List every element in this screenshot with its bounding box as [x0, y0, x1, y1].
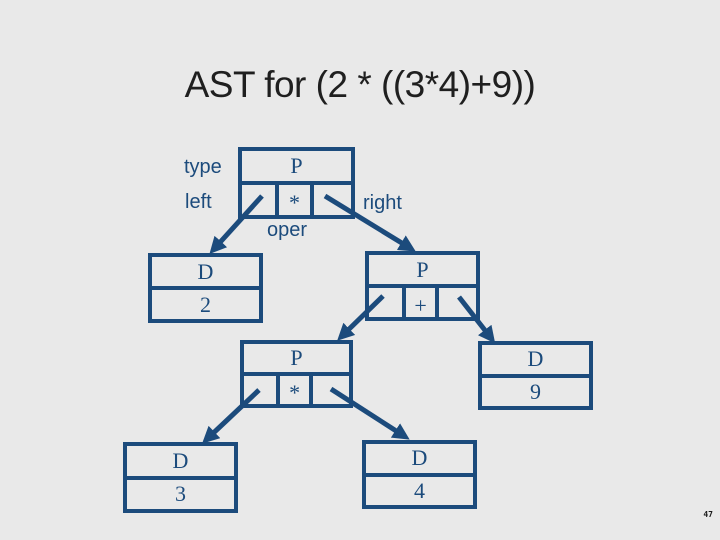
ast-node-d3: D 3 [123, 442, 238, 513]
value-cell: 3 [127, 480, 234, 510]
type-cell: D [366, 444, 473, 477]
pointer-row: * [242, 185, 351, 215]
oper-glyph: * [289, 380, 301, 405]
ast-node-plus: P + [365, 251, 480, 321]
page-title: AST for (2 * ((3*4)+9)) [184, 64, 536, 105]
type-cell: P [244, 344, 349, 376]
ast-node-d9: D 9 [478, 341, 593, 410]
node-type: P [416, 256, 429, 282]
node-type: P [290, 345, 303, 370]
ast-node-root-mul: P * [238, 147, 355, 219]
type-cell: D [152, 257, 259, 290]
left-pointer-cell [242, 185, 275, 215]
node-type: P [290, 153, 303, 178]
value-cell: 2 [152, 290, 259, 319]
oper-cell: * [275, 185, 314, 215]
node-value: 9 [530, 378, 541, 404]
oper-cell: + [401, 288, 440, 318]
node-type: D [197, 258, 214, 284]
right-pointer-cell [313, 376, 349, 404]
page-number: 47 [703, 510, 713, 519]
ast-node-mul2: P * [240, 340, 353, 408]
node-type: D [411, 445, 428, 471]
value-cell: 9 [482, 378, 589, 407]
node-value: 4 [414, 477, 425, 503]
type-cell: P [242, 151, 351, 185]
pointer-row: * [244, 376, 349, 404]
right-pointer-cell [314, 185, 351, 215]
pointer-row: + [369, 288, 476, 317]
right-pointer-cell [439, 288, 476, 317]
node-type: D [527, 346, 544, 372]
type-cell: P [369, 255, 476, 288]
left-pointer-cell [369, 288, 402, 317]
ast-node-d4: D 4 [362, 440, 477, 509]
node-type: D [172, 447, 189, 473]
node-value: 2 [200, 291, 211, 317]
type-cell: D [127, 446, 234, 480]
label-right: right [363, 192, 402, 214]
label-oper: oper [267, 219, 308, 241]
type-cell: D [482, 345, 589, 378]
node-value: 3 [175, 481, 186, 507]
left-pointer-cell [244, 376, 276, 404]
oper-glyph: + [414, 292, 427, 318]
label-type: type [184, 156, 222, 178]
value-cell: 4 [366, 477, 473, 506]
label-left: left [185, 191, 212, 213]
oper-glyph: * [288, 190, 300, 215]
ast-node-d2: D 2 [148, 253, 263, 323]
oper-cell: * [276, 376, 314, 405]
